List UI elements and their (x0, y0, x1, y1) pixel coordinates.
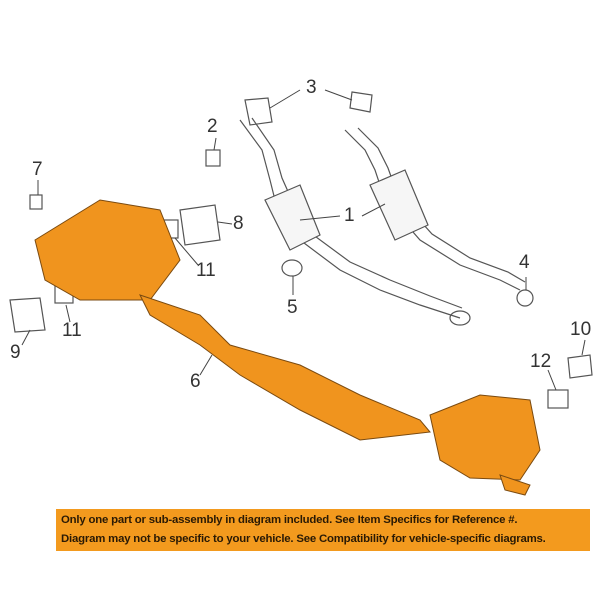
front-pipe-right (344, 127, 526, 291)
callout-5: 5 (287, 297, 298, 318)
isolator-4 (516, 289, 534, 307)
callout-9: 9 (10, 342, 21, 363)
hanger-10 (567, 354, 593, 379)
isolator-12 (547, 389, 569, 409)
gasket-3a (244, 97, 273, 126)
callout-7: 7 (32, 159, 43, 180)
disclaimer-line-2: Diagram may not be specific to your vehi… (61, 533, 546, 545)
bracket-8 (179, 204, 221, 246)
highlighted-muffler-assembly (34, 199, 541, 496)
clamp-5 (281, 259, 303, 277)
callout-1: 1 (344, 205, 355, 226)
callout-4: 4 (519, 252, 530, 273)
front-pipe-left (239, 117, 471, 326)
bracket-9 (9, 297, 46, 333)
disclaimer-line-1: Only one part or sub-assembly in diagram… (61, 514, 518, 526)
callout-10: 10 (570, 319, 592, 340)
callout-6: 6 (190, 371, 201, 392)
callout-8: 8 (233, 213, 244, 234)
bolt-2 (205, 149, 221, 167)
disclaimer-banner: Only one part or sub-assembly in diagram… (56, 509, 590, 551)
callout-11-lower: 11 (62, 320, 82, 341)
callout-2: 2 (207, 116, 218, 137)
callout-12: 12 (530, 351, 552, 372)
stud-7 (29, 194, 43, 210)
gasket-3b (349, 91, 373, 113)
callout-3: 3 (306, 77, 317, 98)
callout-11-upper: 11 (196, 260, 216, 281)
